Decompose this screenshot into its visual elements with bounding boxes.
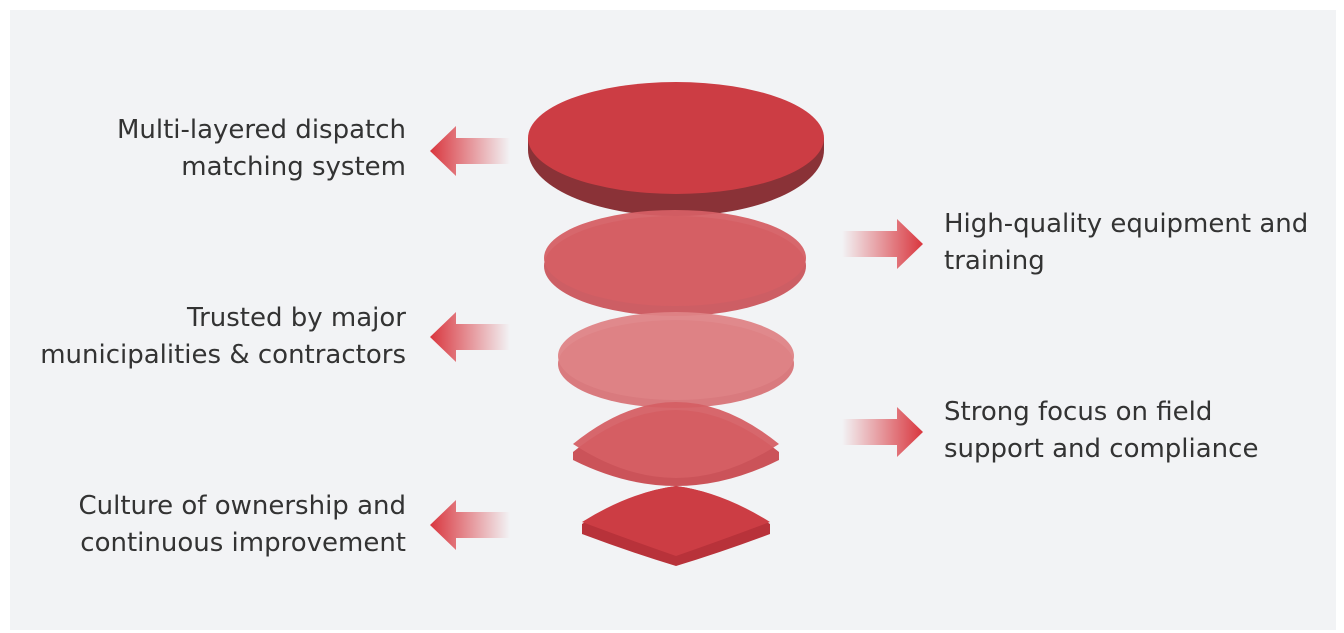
- item-label-5: Culture of ownership and continuous impr…: [78, 491, 406, 558]
- layer-1-disc: [528, 82, 824, 216]
- arrow-right-icon: [842, 219, 923, 269]
- item-label-2: High-quality equipment and training: [944, 209, 1309, 276]
- arrow-left-icon: [430, 312, 510, 362]
- item-label-3: Trusted by major municipalities & contra…: [40, 303, 406, 370]
- item-label-4: Strong focus on field support and compli…: [944, 397, 1259, 464]
- arrow-right-icon: [842, 407, 923, 457]
- layer-3-disc: [558, 312, 794, 408]
- arrow-left-icon: [430, 500, 510, 550]
- layer-5-disc: [582, 486, 770, 566]
- item-label-1: Multi-layered dispatch matching system: [116, 115, 406, 182]
- arrow-left-icon: [430, 126, 510, 176]
- layer-4-disc: [573, 402, 779, 486]
- layer-2-disc: [544, 210, 806, 316]
